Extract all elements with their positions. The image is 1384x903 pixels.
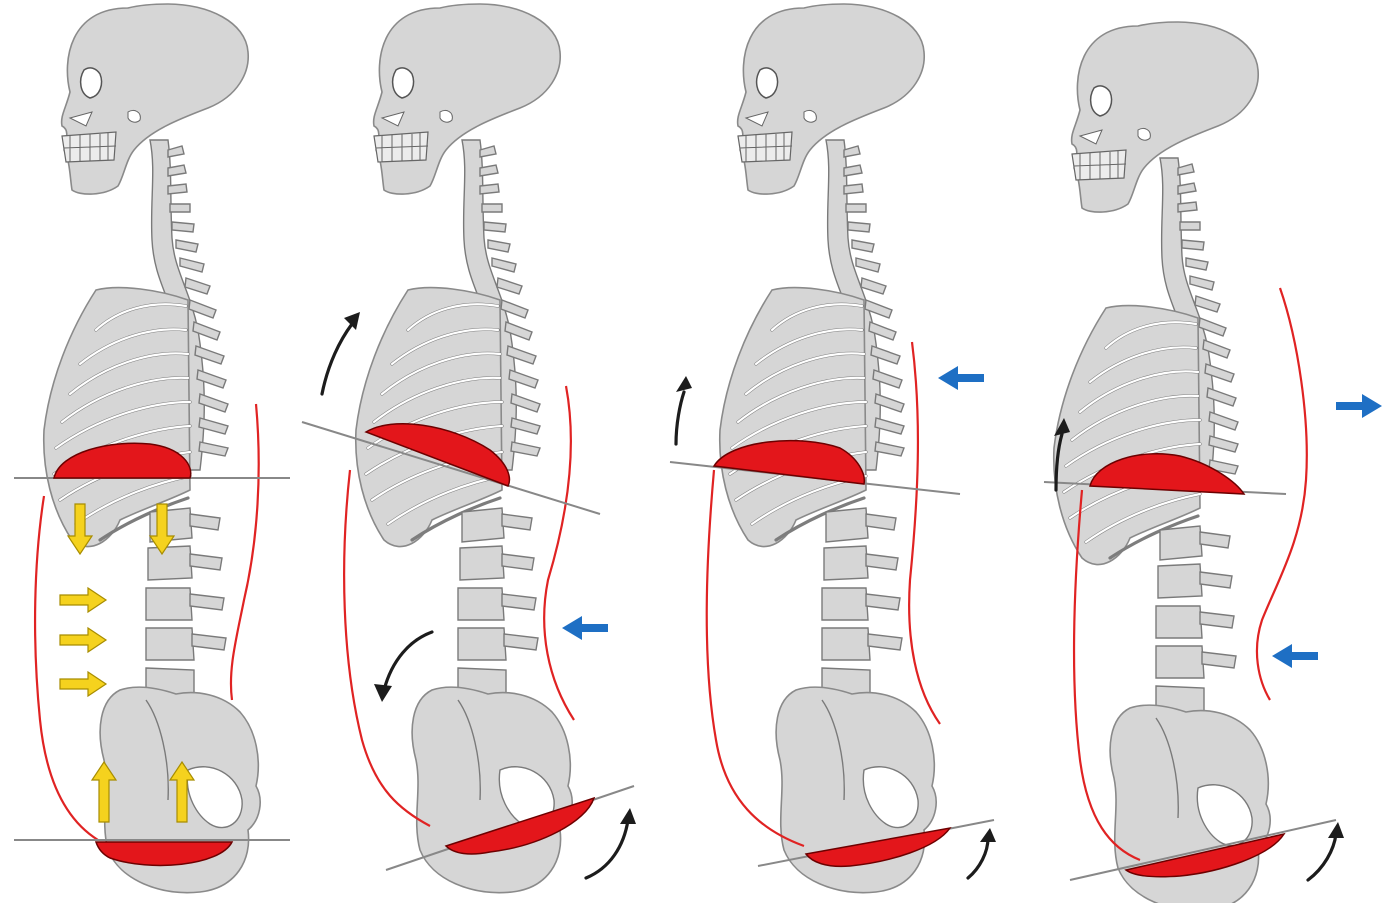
curved-arrow-top-2 xyxy=(322,324,352,394)
curved-arrow-bottom-4 xyxy=(1308,834,1336,880)
body-outline-back-1 xyxy=(231,404,259,700)
yellow-arrow-right-3 xyxy=(60,672,106,696)
blue-arrow-left-4 xyxy=(1272,644,1318,668)
curved-arrow-top-3-head xyxy=(676,376,692,392)
body-outline-back-3 xyxy=(909,342,940,724)
curved-arrow-mid-2-head xyxy=(374,684,392,702)
panel-3 xyxy=(670,4,996,893)
curved-arrow-top-2-head xyxy=(344,312,360,330)
blue-arrow-left-2 xyxy=(562,616,608,640)
blue-arrow-left-3 xyxy=(938,366,984,390)
curved-arrow-bottom-2 xyxy=(586,820,628,878)
curved-arrow-bottom-4-head xyxy=(1328,822,1344,838)
yellow-arrow-right-2 xyxy=(60,628,106,652)
panel-2 xyxy=(302,4,636,893)
body-outline-front-1 xyxy=(35,496,98,840)
curved-arrow-bottom-3-head xyxy=(980,828,996,842)
curved-arrow-top-3 xyxy=(676,392,684,444)
blue-arrow-right-4 xyxy=(1336,394,1382,418)
panel-4 xyxy=(1044,22,1382,903)
curved-arrow-bottom-3 xyxy=(968,838,988,878)
panel-1 xyxy=(14,4,290,893)
curved-arrow-bottom-2-head xyxy=(620,808,636,824)
yellow-arrow-right-1 xyxy=(60,588,106,612)
body-outline-back-2 xyxy=(544,386,574,720)
curved-arrow-mid-2 xyxy=(384,632,432,690)
